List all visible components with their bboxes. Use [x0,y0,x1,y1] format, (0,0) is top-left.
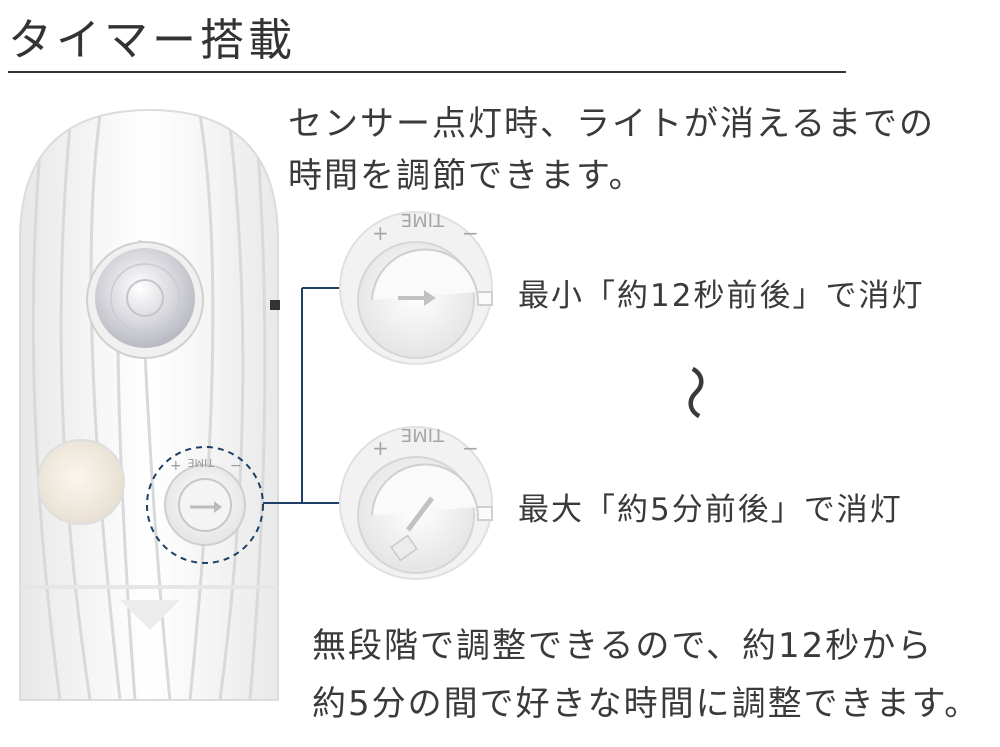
dial-min-time-mark: TIME [401,209,445,230]
dial-min-minus-mark: − [462,221,479,245]
led-light-icon [37,439,125,525]
intro-line-2: 時間を調節できます。 [288,156,645,196]
title-divider [8,71,846,73]
dial-minus-mark: − [230,458,242,474]
connector-lines [263,287,345,504]
dial-min-plus-mark: + [372,221,389,245]
dial-time-mark: TIME [188,456,215,469]
max-setting-label: 最大「約5分前後」で消灯 [518,492,903,528]
sensor-device: TIME + − [19,108,280,701]
outro-line-2: 約5分の間で好きな時間に調整できます。 [312,684,981,724]
dial-max-icon: TIME + − [339,424,493,580]
intro-line-1: センサー点灯時、ライトが消えるまでの [288,104,935,144]
outro-line-1: 無段階で調整できるので、約12秒から [312,626,934,666]
min-setting-label: 最小「約12秒前後」で消灯 [518,278,925,314]
dial-highlight-ring [146,446,264,564]
dial-max-time-mark: TIME [401,424,445,445]
page-title: タイマー搭載 [8,15,296,66]
tilde-wave-icon: ～ [660,364,726,421]
dial-min-icon: TIME + − [339,209,493,365]
dial-max-minus-mark: − [462,436,479,460]
dial-max-plus-mark: + [372,436,389,460]
dial-plus-mark: + [170,458,182,474]
